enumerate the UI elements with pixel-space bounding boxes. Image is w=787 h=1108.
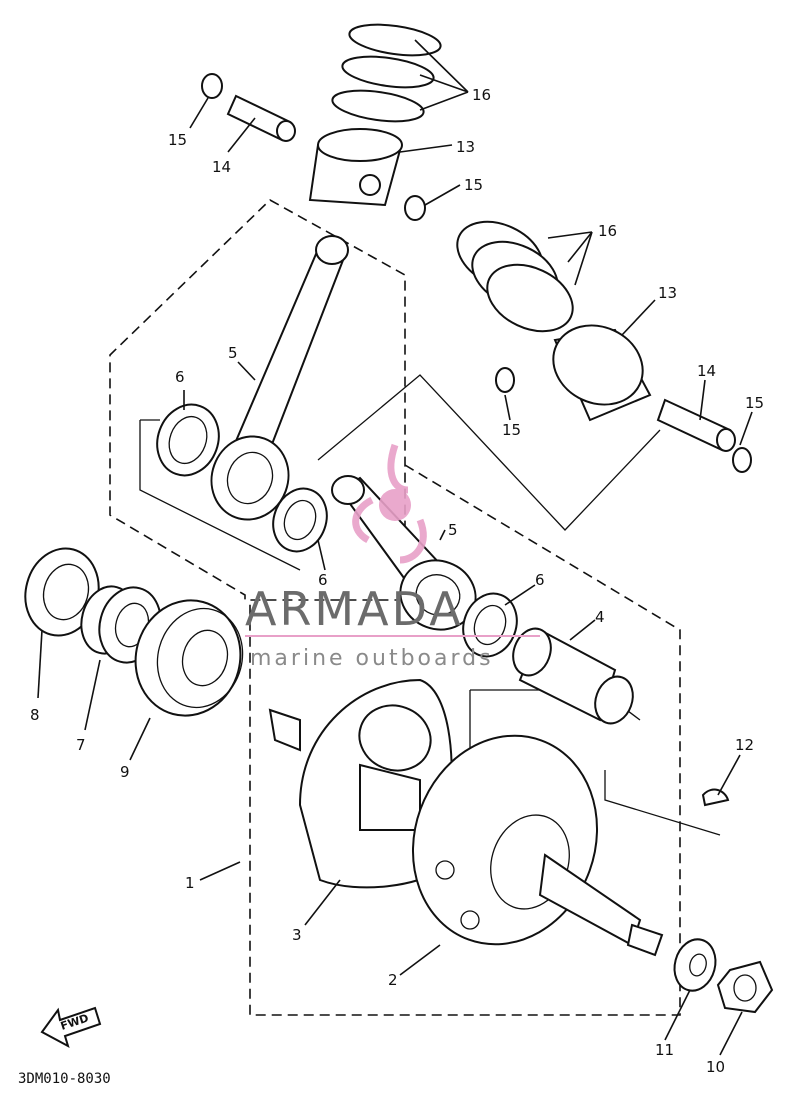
crankshaft-output-shaft bbox=[538, 853, 664, 957]
piston-right bbox=[552, 324, 652, 422]
piston-ring-upper-3 bbox=[331, 89, 425, 123]
piston-pin-clip-right-left bbox=[495, 367, 515, 393]
part-label-1: 1 bbox=[185, 874, 195, 892]
nut bbox=[716, 960, 774, 1014]
part-label-3: 3 bbox=[292, 926, 302, 944]
part-label-14-right: 14 bbox=[697, 362, 716, 380]
woodruff-key bbox=[701, 788, 730, 807]
part-label-9: 9 bbox=[120, 763, 130, 781]
connecting-rod-left bbox=[210, 235, 349, 521]
piston-ring-upper-2 bbox=[341, 55, 435, 89]
piston-ring-upper-1 bbox=[348, 23, 442, 57]
part-label-5-left: 5 bbox=[228, 344, 238, 362]
crank-pin bbox=[512, 627, 634, 725]
leader-lines bbox=[37, 39, 753, 1056]
watermark-brand: ARMADA bbox=[245, 582, 464, 636]
part-label-13-right: 13 bbox=[658, 284, 677, 302]
part-label-4: 4 bbox=[595, 608, 605, 626]
part-label-15-far-right: 15 bbox=[745, 394, 764, 412]
piston-ring-right-3 bbox=[486, 263, 574, 333]
bracket-left bbox=[139, 419, 301, 571]
piston-pin-clip-upper-right bbox=[404, 195, 426, 221]
washer bbox=[673, 938, 717, 992]
part-label-13-upper: 13 bbox=[456, 138, 475, 156]
assembly-outline-right bbox=[249, 464, 681, 1016]
drawing-code: 3DM010-8030 bbox=[18, 1071, 111, 1087]
part-label-16-upper: 16 bbox=[472, 86, 491, 104]
watermark-tagline: marine outboards bbox=[250, 646, 494, 671]
part-label-10: 10 bbox=[706, 1058, 725, 1076]
part-label-15-right-clip: 15 bbox=[502, 421, 521, 439]
piston-upper bbox=[308, 128, 403, 207]
part-label-6-middle: 6 bbox=[318, 571, 328, 589]
part-label-5-right: 5 bbox=[448, 521, 458, 539]
part-label-7: 7 bbox=[76, 736, 86, 754]
assembly-outline-left bbox=[109, 199, 406, 601]
part-label-6-left: 6 bbox=[175, 368, 185, 386]
piston-pin-clip-right-right bbox=[732, 447, 752, 473]
ball-bearing bbox=[134, 599, 244, 717]
part-label-15-upper-left: 15 bbox=[168, 131, 187, 149]
part-label-2: 2 bbox=[388, 971, 398, 989]
bearing-shell-6c bbox=[462, 592, 518, 658]
part-label-16-right: 16 bbox=[598, 222, 617, 240]
fwd-arrow-icon: FWD bbox=[40, 1006, 102, 1049]
piston-pin-clip-upper-left bbox=[201, 73, 223, 99]
part-label-6-right: 6 bbox=[535, 571, 545, 589]
part-label-15-upper-right: 15 bbox=[464, 176, 483, 194]
piston-pin-right bbox=[656, 398, 736, 452]
piston-pin-upper bbox=[226, 94, 296, 142]
part-label-14-upper: 14 bbox=[212, 158, 231, 176]
bearing-shell-6b bbox=[272, 487, 328, 553]
part-label-12: 12 bbox=[735, 736, 754, 754]
part-label-8: 8 bbox=[30, 706, 40, 724]
bracket-right-piston bbox=[317, 374, 661, 531]
part-label-11: 11 bbox=[655, 1041, 674, 1059]
connecting-rod-right bbox=[331, 475, 477, 631]
armada-logo-icon bbox=[352, 443, 427, 564]
